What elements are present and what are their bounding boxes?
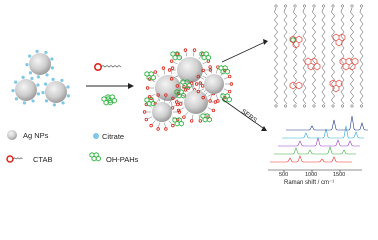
tick-label-500: 500 (279, 172, 289, 178)
oh-pah-structures (289, 33, 359, 93)
legend-ag-np-swatch (7, 130, 17, 140)
diagram-canvas (6, 4, 368, 172)
citrate-shell (11, 49, 71, 107)
legend-ag-nps-label: Ag NPs (23, 131, 49, 140)
oh-pah-reagent-icon (102, 95, 117, 105)
np-assembly (142, 48, 234, 131)
tick-label-1000: 1000 (305, 172, 318, 178)
ctab-bilayer-chains (274, 4, 364, 108)
legend-citrate-swatch (93, 133, 99, 139)
figure: Ag NPs Citrate CTAB OH-PAHs SERS 500 100… (6, 4, 368, 186)
legend (6, 130, 101, 163)
spectra-traces (270, 115, 368, 163)
ag-np-group-initial (11, 49, 71, 107)
legend-citrate-label: Citrate (102, 132, 125, 141)
legend-ctab-label: CTAB (33, 155, 53, 164)
tick-label-1500: 1500 (333, 172, 346, 178)
legend-oh-pah-swatch (90, 153, 101, 161)
ag-np-3 (45, 81, 67, 103)
ctab-reagent-icon (94, 62, 122, 71)
assembly-particles (142, 48, 234, 131)
legend-ctab-swatch (6, 155, 23, 163)
ag-np-1 (29, 53, 51, 75)
sers-arrow (221, 98, 267, 131)
molecular-zoom (274, 4, 364, 108)
reagent-arrow (86, 83, 134, 89)
ag-np-2 (15, 79, 37, 101)
legend-oh-pahs-label: OH-PAHs (106, 155, 139, 164)
zoom-arrow (221, 39, 268, 63)
sers-spectra (268, 115, 368, 172)
spectra-x-axis-title: Raman shift / cm⁻¹ (284, 180, 335, 186)
